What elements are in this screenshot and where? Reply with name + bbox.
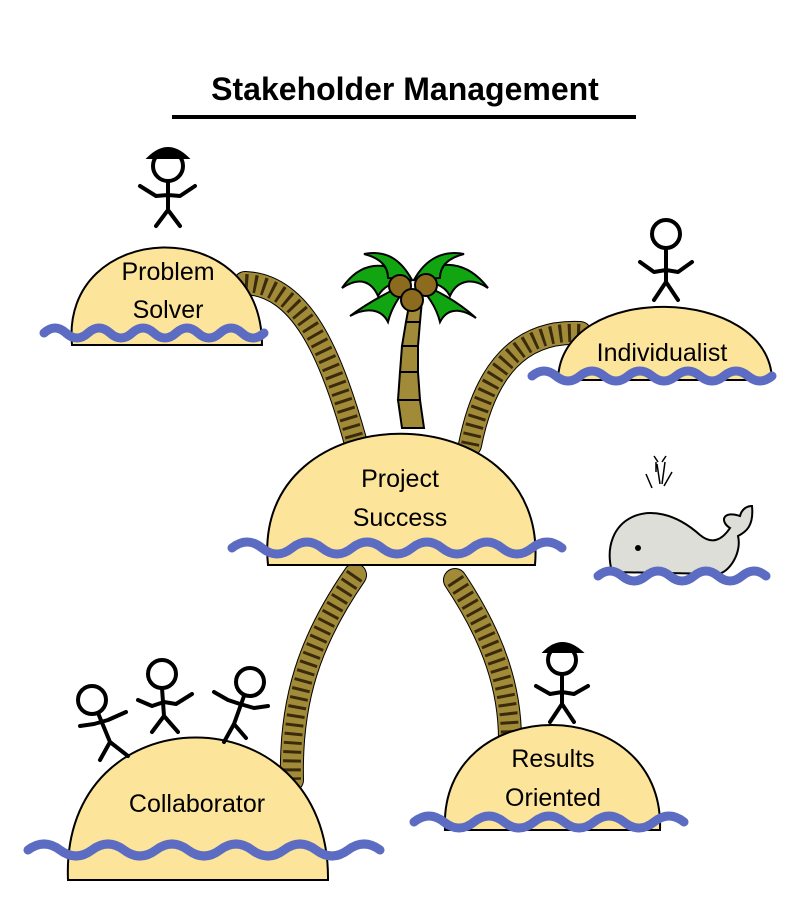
island-collaborator: Collaborator bbox=[23, 736, 385, 881]
island-label-line2: Oriented bbox=[505, 784, 601, 812]
wave bbox=[23, 839, 385, 861]
bridge-problem-solver-to-project-success bbox=[233, 271, 367, 452]
whale-eye bbox=[635, 545, 641, 551]
whale-spout bbox=[645, 455, 673, 489]
stick-figure-individualist bbox=[638, 218, 694, 302]
island-label: Collaborator bbox=[129, 790, 265, 818]
stick-figure-results-oriented bbox=[534, 642, 590, 724]
wave bbox=[227, 537, 567, 559]
wave bbox=[593, 566, 771, 586]
whale-body bbox=[608, 504, 754, 576]
wave bbox=[527, 366, 777, 386]
stick-figure-collaborator-3 bbox=[212, 666, 270, 744]
bridge-individualist-to-project-success bbox=[458, 320, 592, 457]
island-individualist: Individualist bbox=[527, 305, 777, 386]
bridge-project-success-to-results-oriented bbox=[443, 568, 522, 752]
palm-trunk bbox=[396, 299, 426, 429]
island-problem-solver: Problem Solver bbox=[39, 246, 269, 346]
island-label-line2: Solver bbox=[133, 296, 204, 324]
page-title: Stakeholder Management bbox=[211, 71, 599, 107]
island-project-success: Project Success bbox=[227, 432, 567, 566]
whale bbox=[593, 455, 771, 586]
bridges bbox=[233, 271, 592, 792]
wave bbox=[409, 811, 689, 833]
island-label-line1: Results bbox=[511, 745, 594, 773]
hat-icon bbox=[541, 642, 585, 653]
stick-figure-collaborator-2 bbox=[136, 658, 194, 734]
stick-figure-collaborator-1 bbox=[76, 684, 130, 762]
island-label-line1: Problem bbox=[121, 258, 214, 286]
island-label-line2: Success bbox=[353, 504, 447, 532]
bridge-project-success-to-collaborator bbox=[279, 563, 367, 792]
island-label-line1: Project bbox=[361, 465, 439, 493]
stick-figure-problem-solver bbox=[138, 147, 197, 228]
island-results-oriented: Results Oriented bbox=[409, 724, 689, 833]
coconuts bbox=[388, 273, 438, 312]
wave bbox=[39, 323, 269, 343]
hat-icon bbox=[145, 147, 191, 159]
island-label: Individualist bbox=[597, 339, 728, 367]
palm-tree bbox=[341, 252, 489, 429]
